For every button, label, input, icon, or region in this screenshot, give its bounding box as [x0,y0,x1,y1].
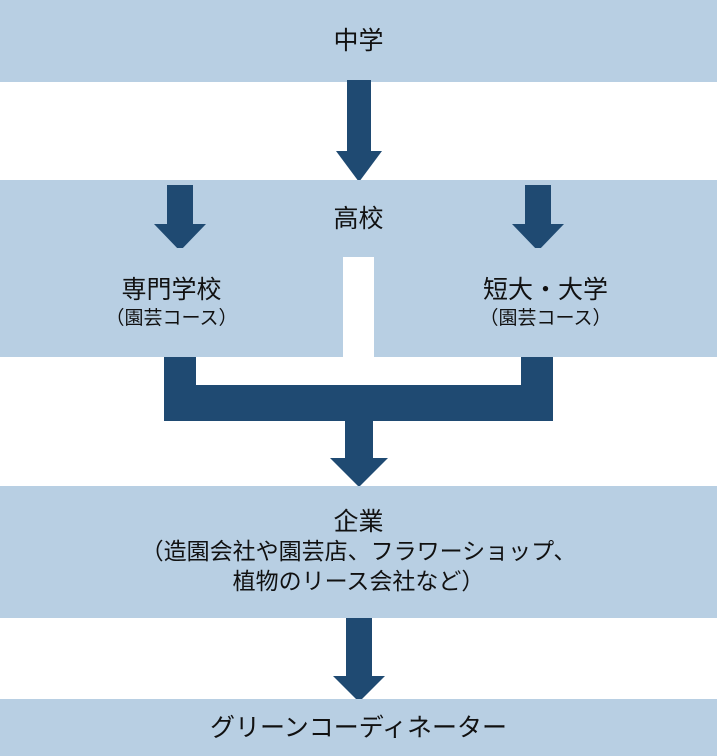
arrow-shaft [167,185,193,225]
node-green-coordinator-label: グリーンコーディネーター [209,712,507,742]
node-company: 企業 （造園会社や園芸店、フラワーショップ、 植物のリース会社など） [0,486,717,618]
node-university: 短大・大学 （園芸コース） [374,248,717,357]
connector-bar [164,385,553,421]
node-junior-high: 中学 [0,0,717,82]
node-university-label: 短大・大学 [482,274,608,304]
arrow-head [333,676,385,702]
node-high-school: 高校 [0,180,717,257]
node-vocational-school-sub: （園芸コース） [105,306,238,329]
node-company-label: 企業 [333,507,384,536]
arrow-shaft [346,618,372,677]
arrow-shaft [347,80,371,152]
node-high-school-label: 高校 [333,203,384,233]
arrow-shaft [345,420,373,459]
node-company-sub-line1: （造園会社や園芸店、フラワーショップ、 [140,539,577,565]
node-green-coordinator: グリーンコーディネーター [0,699,717,756]
node-vocational-school-label: 専門学校 [121,274,222,304]
node-junior-high-label: 中学 [333,26,384,55]
node-company-sub-line2: 植物のリース会社など） [232,569,485,595]
arrow-head [154,224,206,251]
node-vocational-school: 専門学校 （園芸コース） [0,248,343,357]
arrow-head [512,224,564,251]
node-university-sub: （園芸コース） [479,306,612,329]
arrow-shaft [525,185,551,225]
arrow-head [336,151,382,182]
arrow-head [330,458,388,487]
